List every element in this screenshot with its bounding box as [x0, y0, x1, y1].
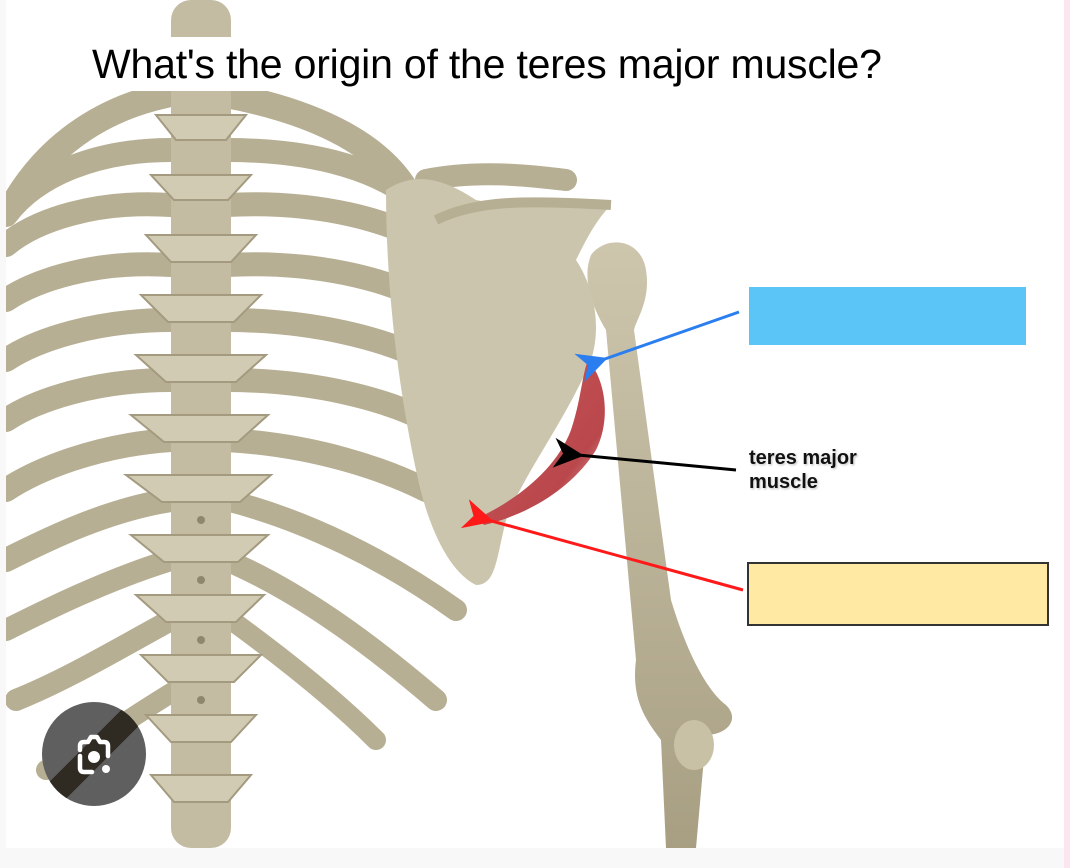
label-line-1: teres major	[749, 447, 857, 469]
blue-arrow	[574, 310, 740, 383]
google-lens-icon	[77, 734, 111, 775]
window-edge	[1064, 0, 1070, 868]
humerus	[587, 242, 733, 848]
skeleton-illustration	[6, 0, 744, 848]
teres-major-label: teres major muscle	[749, 446, 857, 494]
diagram-frame: What's the origin of the teres major mus…	[6, 0, 1064, 848]
black-arrow	[552, 437, 737, 472]
google-lens-button[interactable]	[42, 702, 146, 806]
answer-box-insertion[interactable]	[749, 287, 1026, 345]
ribs-right	[213, 82, 577, 750]
scapula	[386, 179, 612, 585]
red-arrow	[460, 499, 744, 592]
answer-box-origin[interactable]	[747, 562, 1049, 626]
question-title: What's the origin of the teres major mus…	[86, 37, 890, 91]
label-line-2: muscle	[749, 471, 818, 493]
ribs-left	[6, 82, 186, 780]
spine	[123, 0, 274, 848]
